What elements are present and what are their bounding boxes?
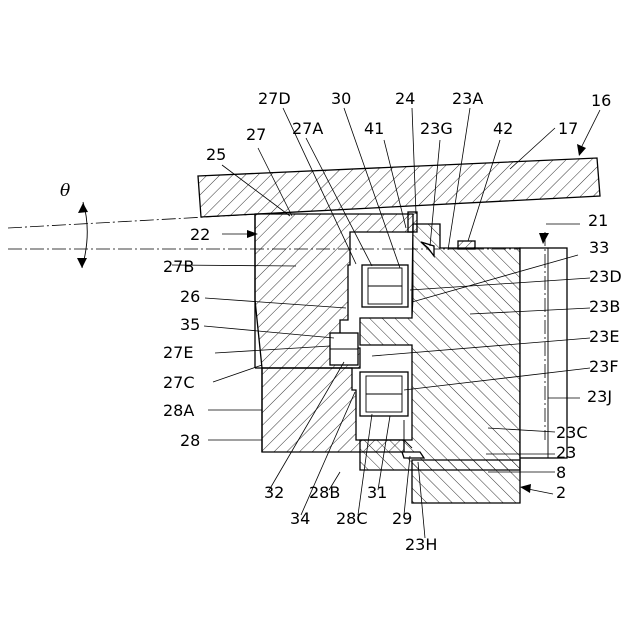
label-2: 2 (556, 483, 566, 502)
seal-29 (402, 452, 424, 458)
label-34: 34 (290, 509, 310, 528)
label-23C: 23C (556, 423, 588, 442)
label-17: 17 (558, 119, 578, 138)
label-27E: 27E (163, 343, 193, 362)
arrow-21-head (539, 233, 549, 244)
label-28: 28 (180, 431, 200, 450)
theta-arrow-bottom (77, 258, 87, 268)
label-theta: θ (60, 181, 70, 201)
label-23G: 23G (420, 119, 453, 138)
label-23E: 23E (589, 327, 619, 346)
label-32: 32 (264, 483, 284, 502)
label-31: 31 (367, 483, 387, 502)
label-30: 30 (331, 89, 351, 108)
label-8: 8 (556, 463, 566, 482)
label-23: 23 (556, 443, 576, 462)
label-25: 25 (206, 145, 226, 164)
base-member-2 (412, 460, 520, 503)
label-27: 27 (246, 125, 266, 144)
label-28A: 28A (163, 401, 194, 420)
label-24: 24 (395, 89, 415, 108)
label-23J: 23J (587, 387, 612, 406)
block-42 (458, 241, 475, 249)
label-23H: 23H (405, 535, 437, 554)
label-27C: 27C (163, 373, 195, 392)
label-28C: 28C (336, 509, 368, 528)
label-41: 41 (364, 119, 384, 138)
label-27D: 27D (258, 89, 291, 108)
arrow-2-head (520, 484, 531, 493)
label-16: 16 (591, 91, 611, 110)
label-23B: 23B (589, 297, 620, 316)
arrow-16-line (580, 110, 600, 150)
theta-arrow-top (78, 203, 88, 213)
label-27B: 27B (163, 257, 194, 276)
label-26: 26 (180, 287, 200, 306)
label-23A: 23A (452, 89, 483, 108)
label-27A: 27A (292, 119, 323, 138)
arrow-16-head (577, 144, 586, 156)
label-42: 42 (493, 119, 513, 138)
label-22: 22 (190, 225, 210, 244)
label-35: 35 (180, 315, 200, 334)
label-23D: 23D (589, 267, 622, 286)
label-33: 33 (589, 238, 609, 257)
label-29: 29 (392, 509, 412, 528)
label-21: 21 (588, 211, 608, 230)
inner-member-23 (360, 224, 520, 470)
seal-24 (408, 212, 417, 232)
label-23F: 23F (589, 357, 619, 376)
top-plate-17 (198, 158, 600, 217)
label-28B: 28B (309, 483, 340, 502)
